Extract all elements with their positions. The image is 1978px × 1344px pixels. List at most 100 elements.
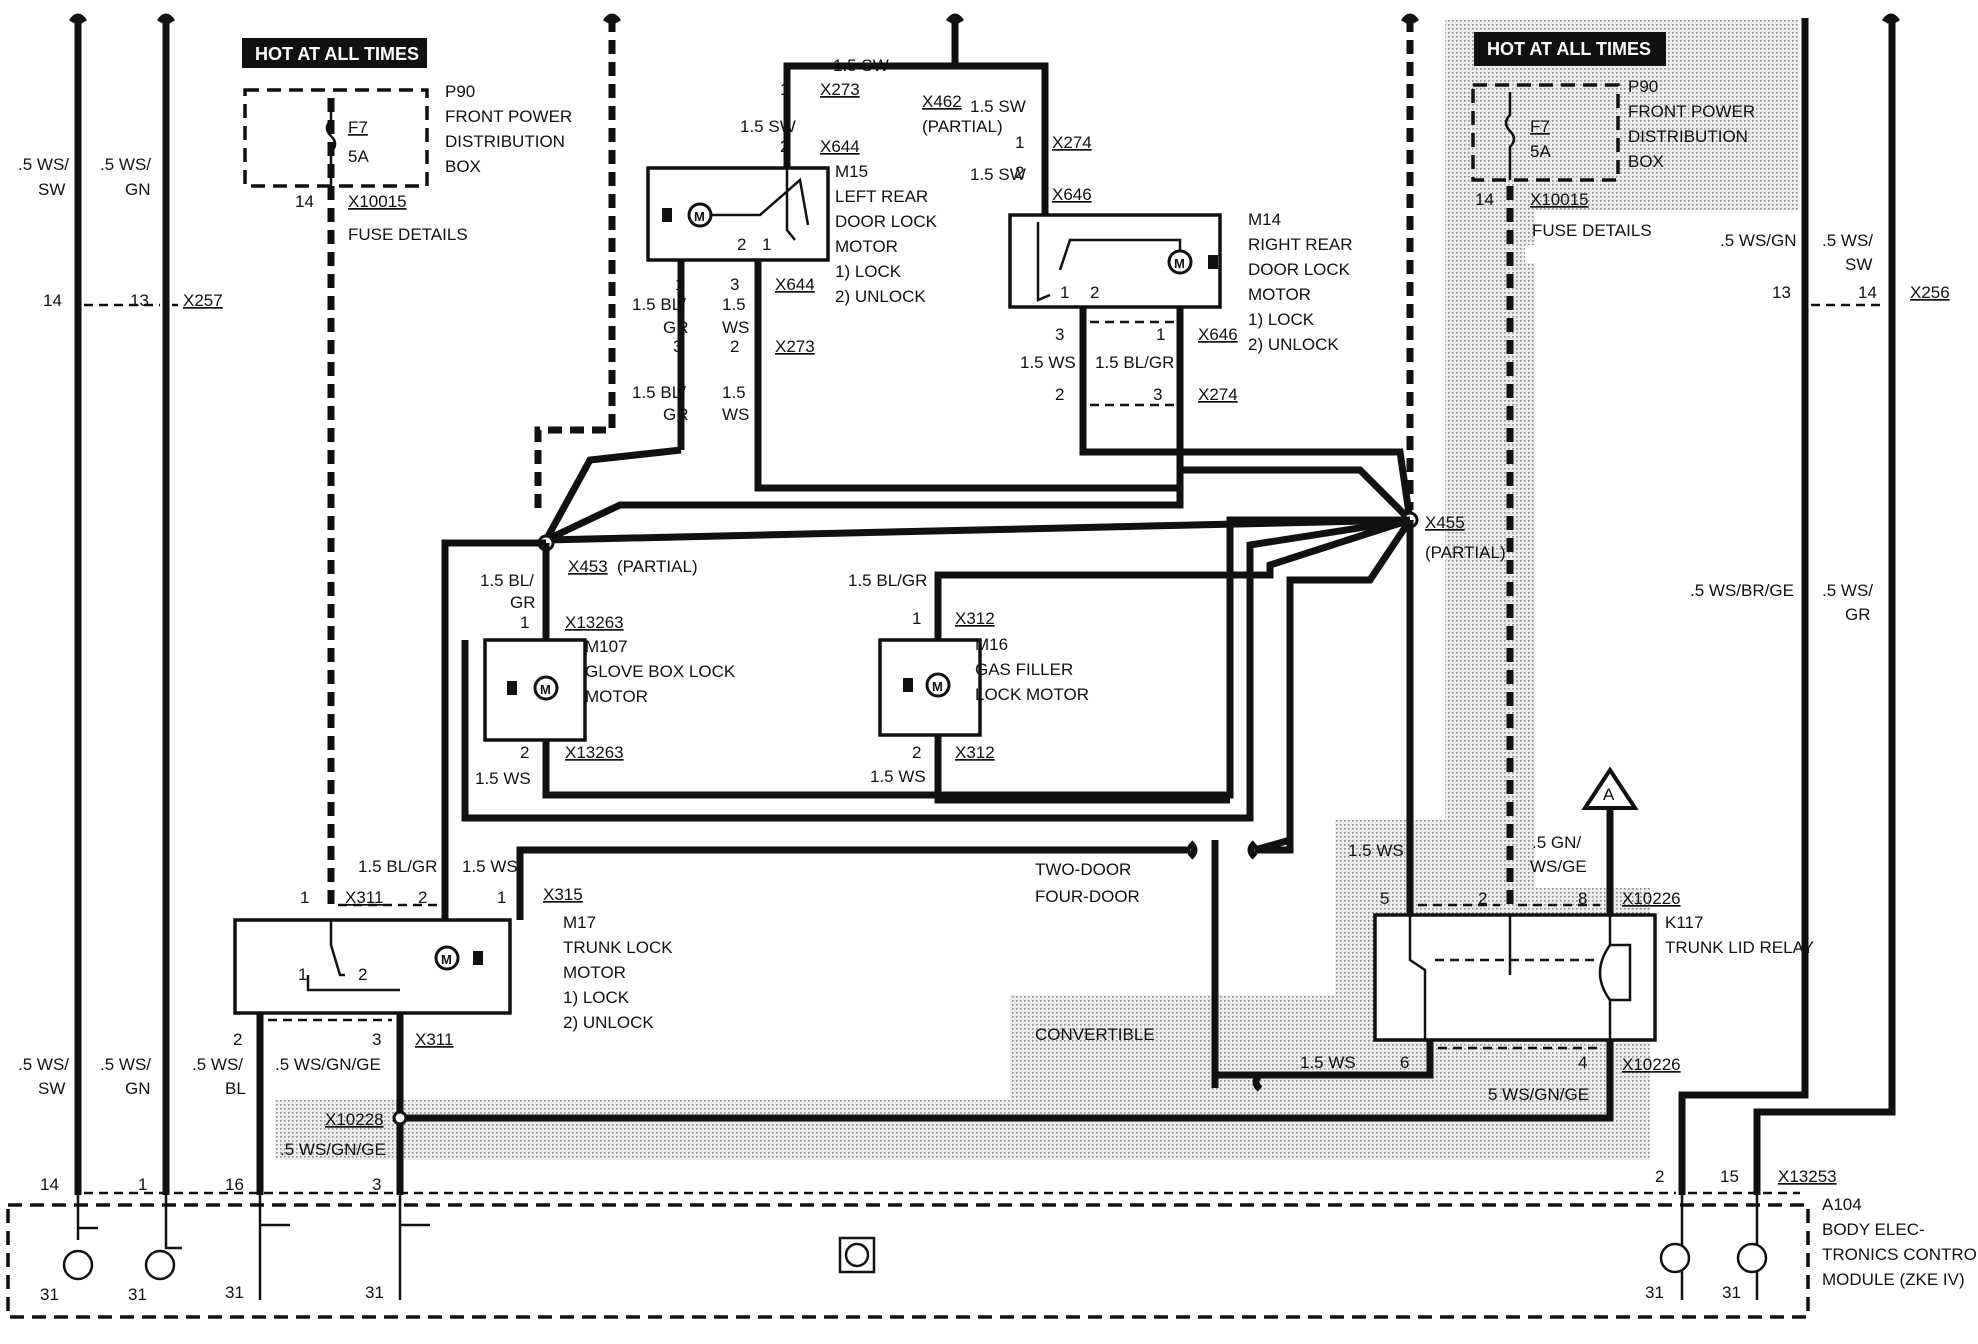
p90-line2: DISTRIBUTION bbox=[445, 132, 565, 151]
m14-opt2: 2) UNLOCK bbox=[1248, 335, 1339, 354]
pin-label: 16 bbox=[225, 1175, 244, 1194]
hot-label-left: HOT AT ALL TIMES bbox=[255, 44, 419, 64]
connector-label: X274 bbox=[1198, 385, 1238, 404]
p90-id-right: P90 bbox=[1628, 77, 1658, 96]
wire-label: SW bbox=[1845, 255, 1872, 274]
wire-label: .5 WS/BR/GE bbox=[1690, 581, 1794, 600]
fuse-pin-right: 14 bbox=[1475, 190, 1494, 209]
pin-label: 1 bbox=[520, 613, 529, 632]
fuse-details-right: FUSE DETAILS bbox=[1532, 221, 1652, 240]
m17-labels: 1.5 BL/GR 1.5 WS 1 X311 2 1 X315 M17 TRU… bbox=[233, 857, 673, 1049]
pin-label: 2 bbox=[358, 965, 367, 984]
fuse-box-left bbox=[242, 38, 429, 905]
a104-id: A104 bbox=[1822, 1195, 1862, 1214]
connector-label: X273 bbox=[775, 337, 815, 356]
pin-label: 13 bbox=[130, 291, 149, 310]
m15-motor bbox=[646, 18, 1184, 492]
four-door-label: FOUR-DOOR bbox=[1035, 887, 1140, 906]
k117-labels: 1.5 WS .5 GN/ WS/GE 5 2 8 X10226 K117 TR… bbox=[1300, 833, 1814, 1104]
m14-line1: RIGHT REAR bbox=[1248, 235, 1353, 254]
m17-line1: TRUNK LOCK bbox=[563, 938, 673, 957]
ground-label: 31 bbox=[1722, 1283, 1741, 1302]
fuse-f7: F7 bbox=[348, 118, 368, 137]
hot-labels: HOT AT ALL TIMES HOT AT ALL TIMES bbox=[255, 39, 1651, 64]
p90-line3: BOX bbox=[445, 157, 481, 176]
wire-label: SW bbox=[38, 180, 65, 199]
pin-label: 3 bbox=[372, 1175, 381, 1194]
fuse-box-left-labels: P90 FRONT POWER DISTRIBUTION BOX F7 5A 1… bbox=[295, 82, 572, 244]
pin-label: 2 bbox=[1478, 889, 1487, 908]
wire-label: .5 WS/ bbox=[192, 1055, 243, 1074]
pin-label: 1 bbox=[1156, 325, 1165, 344]
dashed-feed-wires bbox=[534, 13, 1420, 510]
m107-id: M107 bbox=[585, 637, 628, 656]
pin-label: 1 bbox=[780, 80, 789, 99]
connector-label: (PARTIAL) bbox=[1425, 543, 1506, 562]
pin-label: 5 bbox=[1380, 889, 1389, 908]
pin-label: 2 bbox=[780, 137, 789, 156]
m14-line2: DOOR LOCK bbox=[1248, 260, 1351, 279]
wire-label: 1.5 BL/ bbox=[632, 295, 686, 314]
pin-label: 1 bbox=[298, 965, 307, 984]
connector-label: X644 bbox=[775, 275, 815, 294]
m16-line2: LOCK MOTOR bbox=[975, 685, 1089, 704]
wire-label: 5 WS/GN/GE bbox=[1488, 1085, 1589, 1104]
connector-label: X13263 bbox=[565, 613, 624, 632]
wire-label: 1.5 WS bbox=[1300, 1053, 1356, 1072]
harness-bundles bbox=[441, 446, 1419, 915]
connector-label: X315 bbox=[543, 885, 583, 904]
wire-label: .5 WS/GN/GE bbox=[275, 1055, 381, 1074]
pin-label: 2 bbox=[418, 888, 427, 907]
pin-label: 8 bbox=[1578, 889, 1587, 908]
connector-label: X256 bbox=[1910, 283, 1950, 302]
connector-label: X453 bbox=[568, 557, 608, 576]
m15-id: M15 bbox=[835, 162, 868, 181]
pin-label: 2 bbox=[1055, 385, 1064, 404]
connector-label: X312 bbox=[955, 743, 995, 762]
connector-label: X646 bbox=[1052, 185, 1092, 204]
fuse-f7-right: F7 bbox=[1530, 117, 1550, 136]
pin-label: 3 bbox=[372, 1030, 381, 1049]
left-bus-labels: .5 WS/ SW .5 WS/ GN 14 13 X257 .5 WS/ SW… bbox=[18, 155, 386, 1194]
wire-label: GR bbox=[663, 405, 689, 424]
m15-line3: MOTOR bbox=[835, 237, 898, 256]
pin-label: 3 bbox=[1055, 325, 1064, 344]
wire-label: .5 WS/GN/GE bbox=[280, 1140, 386, 1159]
connector-label: X273 bbox=[820, 80, 860, 99]
wire-label: 1.5 WS bbox=[1020, 353, 1076, 372]
m107-motor bbox=[483, 638, 587, 742]
m15-line2: DOOR LOCK bbox=[835, 212, 938, 231]
wire-label: .5 WS/ bbox=[18, 1055, 69, 1074]
m16-id: M16 bbox=[975, 635, 1008, 654]
k117-relay bbox=[392, 903, 1657, 1126]
motor-letter: M bbox=[540, 682, 551, 697]
pin-label: 15 bbox=[1720, 1167, 1739, 1186]
k117-line1: TRUNK LID RELAY bbox=[1665, 938, 1814, 957]
pin-label: 1 bbox=[138, 1175, 147, 1194]
wire-label: 1.5 SW bbox=[970, 165, 1026, 184]
pin-label: 1 bbox=[1015, 133, 1024, 152]
wire-label: 1.5 BL/GR bbox=[1095, 353, 1174, 372]
connector-label: X455 bbox=[1425, 513, 1465, 532]
m107-line1: GLOVE BOX LOCK bbox=[585, 662, 736, 681]
a104-module bbox=[6, 1191, 1810, 1319]
pin-label: 4 bbox=[1578, 1053, 1587, 1072]
pin-label: 14 bbox=[1858, 283, 1877, 302]
wire-label: WS bbox=[722, 405, 749, 424]
pin-label: 1 bbox=[675, 275, 684, 294]
harness-labels: X453 (PARTIAL) X455 (PARTIAL) bbox=[568, 513, 1506, 576]
ground-label: 31 bbox=[1645, 1283, 1664, 1302]
wire-label: 1.5 SW bbox=[740, 117, 796, 136]
m17-opt2: 2) UNLOCK bbox=[563, 1013, 654, 1032]
m15-opt2: 2) UNLOCK bbox=[835, 287, 926, 306]
two-door-label: TWO-DOOR bbox=[1035, 860, 1131, 879]
pin-label: 2 bbox=[1655, 1167, 1664, 1186]
wire-label: .5 WS/ bbox=[18, 155, 69, 174]
pin-label: 1 bbox=[497, 888, 506, 907]
pin-label: 2 bbox=[1015, 163, 1024, 182]
pin-label: 1 bbox=[300, 888, 309, 907]
pin-label: 1 bbox=[1060, 283, 1069, 302]
m16-line1: GAS FILLER bbox=[975, 660, 1073, 679]
wire-label: WS bbox=[722, 318, 749, 337]
